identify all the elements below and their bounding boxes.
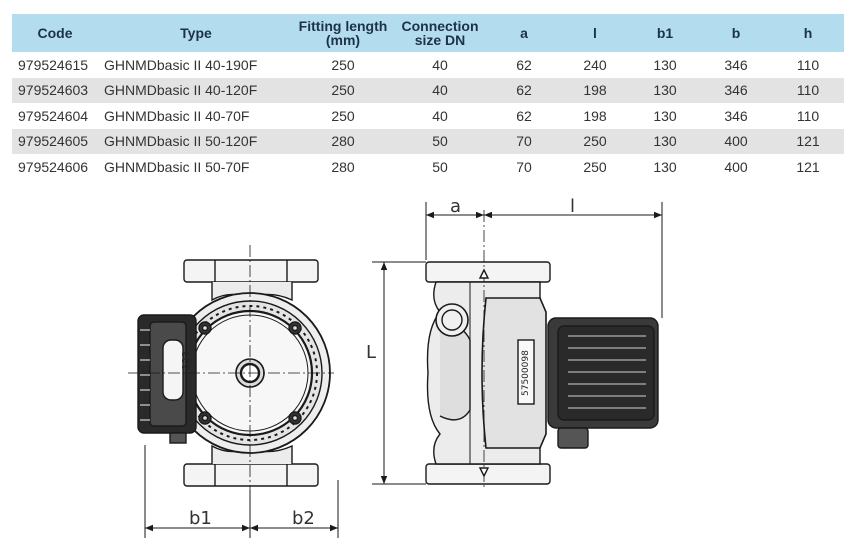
table-row: 979524604 GHNMDbasic II 40-70F 250 40 62… bbox=[12, 103, 844, 129]
cell-b1: 130 bbox=[653, 82, 677, 99]
cell-type: GHNMDbasic II 40-70F bbox=[104, 107, 250, 124]
cell-dn: 40 bbox=[432, 82, 448, 99]
dim-label-a: a bbox=[450, 196, 461, 217]
table-row: 979524605 GHNMDbasic II 50-120F 280 50 7… bbox=[12, 128, 844, 154]
header-fitting-length: Fitting length (mm) bbox=[298, 18, 388, 48]
pump-dimension-drawing: 123 b1 b2 bbox=[128, 196, 663, 538]
cell-a: 70 bbox=[516, 158, 532, 175]
cell-b1: 130 bbox=[653, 158, 677, 175]
cell-type: GHNMDbasic II 40-120F bbox=[104, 82, 258, 99]
cell-a: 70 bbox=[516, 133, 532, 150]
cell-dn: 40 bbox=[432, 56, 448, 73]
header-connection-size: Connection size DN bbox=[401, 18, 479, 48]
cell-a: 62 bbox=[516, 82, 532, 99]
dim-label-b1: b1 bbox=[189, 508, 212, 529]
cell-fitting: 280 bbox=[331, 133, 355, 150]
cell-b1: 130 bbox=[653, 133, 677, 150]
cell-b: 400 bbox=[724, 158, 748, 175]
cell-a: 62 bbox=[516, 56, 532, 73]
header-h: h bbox=[803, 25, 813, 41]
cell-type: GHNMDbasic II 40-190F bbox=[104, 56, 258, 73]
cell-b: 346 bbox=[724, 82, 748, 99]
cell-a: 62 bbox=[516, 107, 532, 124]
cell-code: 979524605 bbox=[18, 133, 89, 150]
cell-h: 121 bbox=[796, 133, 820, 150]
cell-dn: 50 bbox=[432, 133, 448, 150]
cell-h: 110 bbox=[796, 107, 820, 124]
cell-h: 110 bbox=[796, 82, 820, 99]
cell-dn: 50 bbox=[432, 158, 448, 175]
cell-code: 979524615 bbox=[18, 56, 89, 73]
cell-l: 250 bbox=[583, 158, 607, 175]
cell-fitting: 250 bbox=[331, 82, 355, 99]
cell-h: 121 bbox=[796, 158, 820, 175]
cell-b1: 130 bbox=[653, 56, 677, 73]
header-a: a bbox=[520, 25, 528, 41]
cell-l: 250 bbox=[583, 133, 607, 150]
dim-label-l: l bbox=[570, 196, 575, 217]
cell-l: 240 bbox=[583, 56, 607, 73]
cell-b: 400 bbox=[724, 133, 748, 150]
cell-l: 198 bbox=[583, 107, 607, 124]
cell-dn: 40 bbox=[432, 107, 448, 124]
cell-code: 979524604 bbox=[18, 107, 89, 124]
cell-fitting: 280 bbox=[331, 158, 355, 175]
cell-b: 346 bbox=[724, 56, 748, 73]
header-b: b bbox=[731, 25, 741, 41]
cell-code: 979524603 bbox=[18, 82, 89, 99]
table-header-row: Code Type Fitting length (mm) Connection… bbox=[12, 14, 844, 52]
cell-type: GHNMDbasic II 50-70F bbox=[104, 158, 250, 175]
cell-b: 346 bbox=[724, 107, 748, 124]
header-l: l bbox=[593, 25, 597, 41]
header-b1: b1 bbox=[656, 25, 674, 41]
dim-label-L: L bbox=[366, 342, 376, 363]
cell-b1: 130 bbox=[653, 107, 677, 124]
cell-l: 198 bbox=[583, 82, 607, 99]
header-type: Type bbox=[180, 25, 212, 41]
cell-fitting: 250 bbox=[331, 107, 355, 124]
controller-symbols: 123 bbox=[181, 351, 192, 370]
header-code: Code bbox=[37, 25, 73, 41]
front-dimensions bbox=[144, 445, 339, 538]
dim-label-b2: b2 bbox=[292, 508, 315, 529]
cell-h: 110 bbox=[796, 56, 820, 73]
spec-table: Code Type Fitting length (mm) Connection… bbox=[12, 14, 844, 180]
front-view bbox=[128, 245, 334, 508]
cell-type: GHNMDbasic II 50-120F bbox=[104, 133, 258, 150]
cell-code: 979524606 bbox=[18, 158, 89, 175]
motor-label: 57500098 bbox=[521, 350, 531, 396]
side-dimensions bbox=[372, 202, 663, 485]
cell-fitting: 250 bbox=[331, 56, 355, 73]
table-row: 979524606 GHNMDbasic II 50-70F 280 50 70… bbox=[12, 154, 844, 180]
table-row: 979524603 GHNMDbasic II 40-120F 250 40 6… bbox=[12, 77, 844, 103]
side-view bbox=[425, 210, 659, 490]
table-row: 979524615 GHNMDbasic II 40-190F 250 40 6… bbox=[12, 52, 844, 78]
